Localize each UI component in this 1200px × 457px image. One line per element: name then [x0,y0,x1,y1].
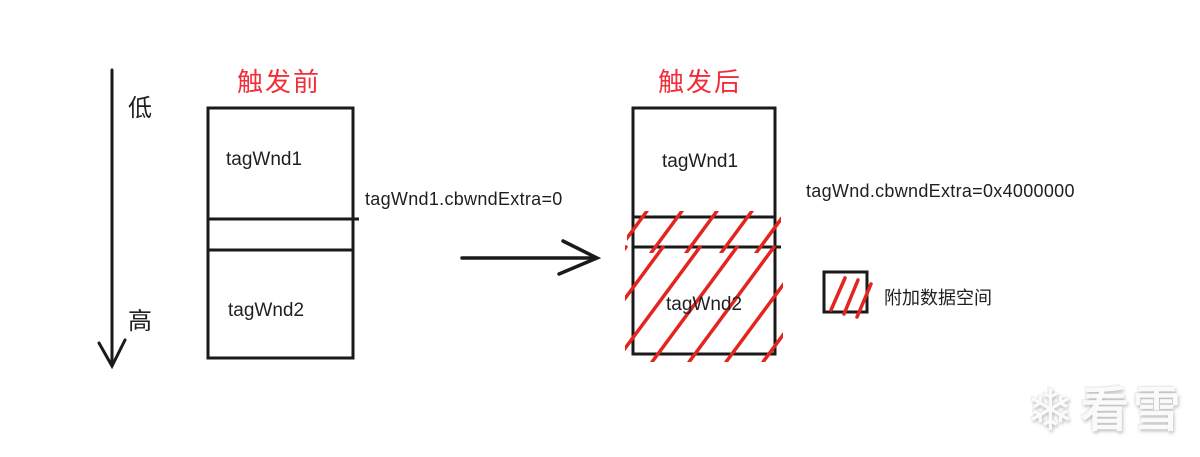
before-tagwnd1-label: tagWnd1 [226,149,303,170]
transition-arrow [460,239,602,276]
high-address-label: 高 [128,308,152,335]
legend-swatch-hatch [829,276,873,319]
before-title: 触发前 [237,67,322,97]
after-title: 触发后 [658,67,743,97]
before-memory-box [206,106,359,360]
after-caption: tagWnd.cbwndExtra=0x4000000 [806,181,1075,201]
snowflake-icon: ❄ [1026,378,1075,443]
after-tagwnd1-label: tagWnd1 [662,151,739,172]
low-address-label: 低 [128,95,152,122]
memory-direction-arrow [97,68,127,370]
legend-label: 附加数据空间 [884,288,992,308]
after-tagwnd2-label: tagWnd2 [666,294,743,315]
extra-data-hatch-strip [627,211,781,253]
before-caption: tagWnd1.cbwndExtra=0 [365,189,563,209]
watermark-text: 看雪 [1080,384,1185,437]
extra-data-hatch-main [625,245,783,362]
before-tagwnd2-label: tagWnd2 [228,300,305,321]
kanxue-watermark: ❄ 看雪 [1026,382,1185,440]
